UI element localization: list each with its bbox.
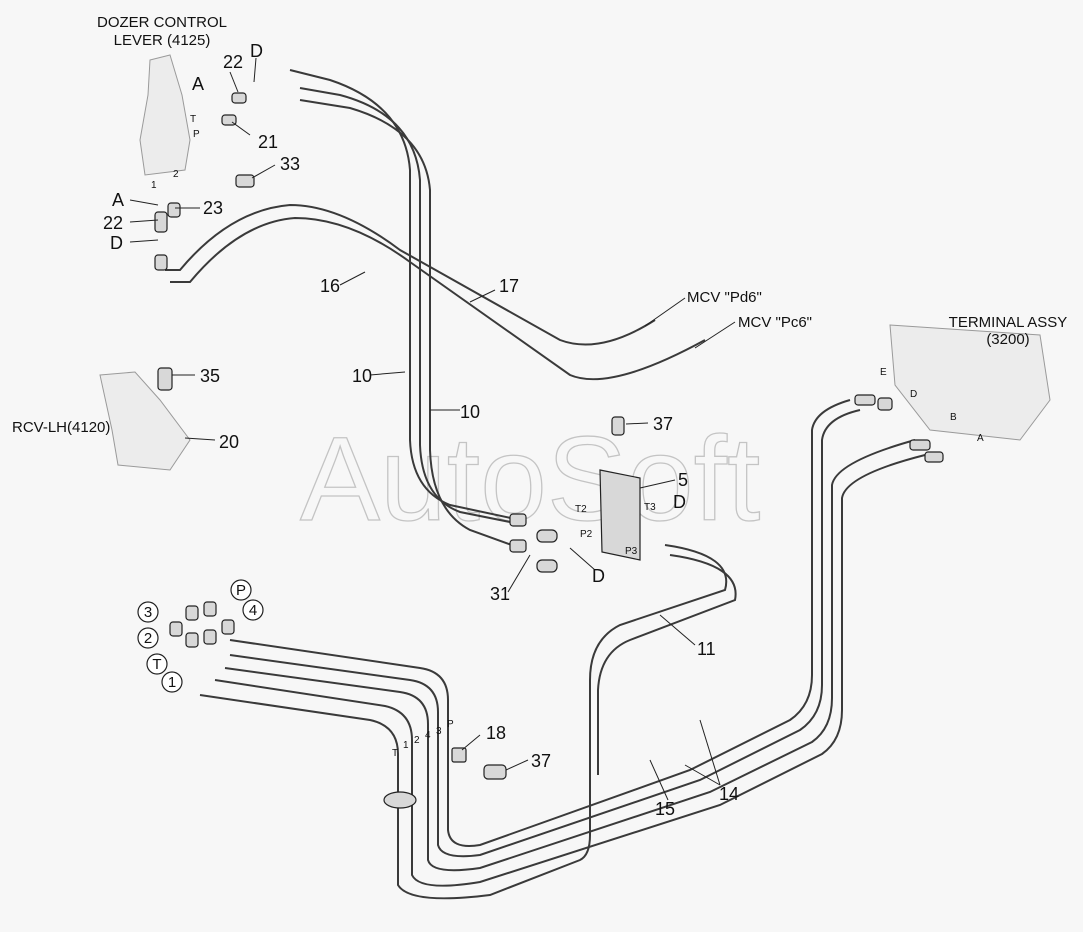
port-a-terminal-label: A [977, 433, 984, 444]
part-number-33: 33 [280, 154, 300, 174]
port-t-label: T [190, 114, 196, 125]
port-t3-label: T3 [644, 502, 656, 513]
callout-4: 4 [242, 599, 264, 621]
port-1-label: 1 [151, 180, 157, 191]
port-e-label: E [880, 367, 887, 378]
part-number-35: 35 [200, 366, 220, 386]
part-number-17: 17 [499, 276, 519, 296]
callout-3-text: 3 [144, 604, 152, 621]
hose-t-label: T [392, 748, 398, 759]
part-number-16: 16 [320, 276, 340, 296]
hose-p-label: P [447, 719, 454, 730]
terminal-assy-label-line1: TERMINAL ASSY [949, 314, 1068, 331]
fittings [154, 92, 944, 809]
hose-2-label: 2 [414, 735, 420, 746]
letter-d-bottom: D [592, 566, 605, 586]
callout-2: 2 [137, 627, 159, 649]
part-number-15: 15 [655, 799, 675, 819]
hose-4-label: 4 [425, 730, 431, 741]
terminal-assy-label-line2: (3200) [986, 331, 1029, 348]
rcv-lh-block [99, 371, 191, 471]
watermark-text: AutoSoft [300, 412, 760, 546]
callout-t-text: T [152, 656, 161, 673]
part-number-22: 22 [223, 52, 243, 72]
callout-t: T [146, 653, 168, 675]
part-number-18: 18 [486, 723, 506, 743]
hose-3-label: 3 [436, 726, 442, 737]
part-number-22-lower: 22 [103, 213, 123, 233]
port-p2-label: P2 [580, 529, 593, 540]
callout-p: P [230, 579, 252, 601]
part-number-10-upper: 10 [352, 366, 372, 386]
part-number-21: 21 [258, 132, 278, 152]
port-p-label: P [193, 129, 200, 140]
terminal-assy-block [889, 324, 1051, 441]
callout-1-text: 1 [168, 674, 176, 691]
port-2-label: 2 [173, 169, 179, 180]
dozer-control-label-line2: LEVER (4125) [114, 32, 211, 49]
hose-14-15-group [199, 399, 926, 900]
letter-d-lower: D [110, 233, 123, 253]
part-number-37-upper: 37 [653, 414, 673, 434]
part-number-11: 11 [697, 639, 716, 659]
hose-16-17-group [165, 203, 706, 381]
letter-d-valve: D [673, 492, 686, 512]
rcv-lh-label: RCV-LH(4120) [12, 419, 110, 436]
hose-11-group [589, 544, 737, 775]
callout-2-text: 2 [144, 630, 152, 647]
hose-10-group [289, 69, 526, 549]
port-p3-label: P3 [625, 546, 638, 557]
part-number-23: 23 [203, 198, 223, 218]
part-number-5: 5 [678, 470, 688, 490]
letter-a-lower: A [112, 190, 124, 210]
port-t2-label: T2 [575, 504, 587, 515]
dozer-control-lever [139, 54, 191, 176]
mcv-pd6-label: MCV "Pd6" [687, 289, 762, 306]
letter-a-upper: A [192, 74, 204, 94]
valve-block-5 [599, 469, 641, 561]
letter-d-top: D [250, 41, 263, 61]
part-number-31: 31 [490, 584, 510, 604]
port-d-terminal-label: D [910, 389, 917, 400]
part-number-37-lower: 37 [531, 751, 551, 771]
part-number-20: 20 [219, 432, 239, 452]
callout-1: 1 [161, 671, 183, 693]
leader-lines [129, 57, 736, 801]
dozer-control-label-line1: DOZER CONTROL [97, 14, 227, 31]
mcv-pc6-label: MCV "Pc6" [738, 314, 812, 331]
callout-3: 3 [137, 601, 159, 623]
hose-1-label: 1 [403, 740, 409, 751]
callout-4-text: 4 [249, 602, 257, 619]
part-number-10-lower: 10 [460, 402, 480, 422]
part-number-14: 14 [719, 784, 739, 804]
callout-p-text: P [236, 582, 246, 599]
port-b-label: B [950, 412, 957, 423]
